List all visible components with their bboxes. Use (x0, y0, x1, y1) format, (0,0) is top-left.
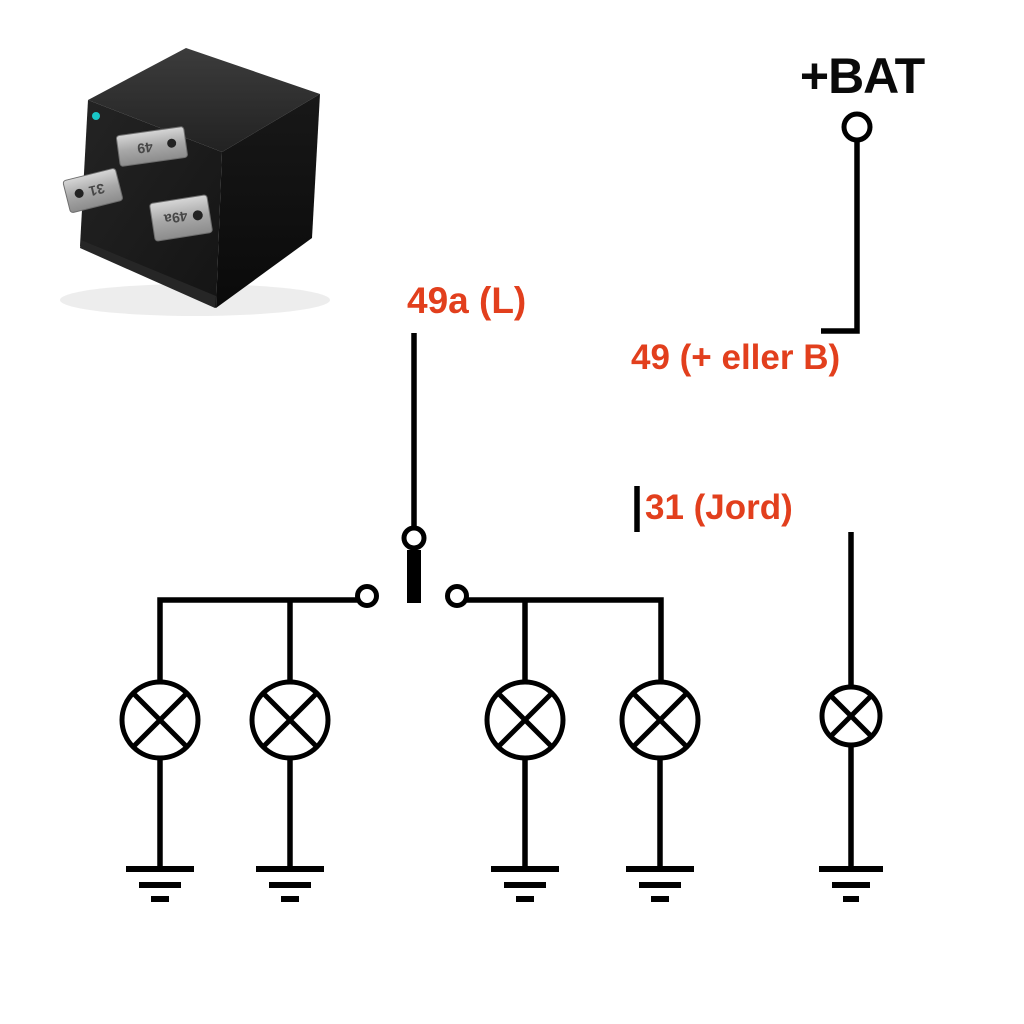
switch-contact-right-icon (445, 584, 469, 608)
relay-top-face (88, 48, 320, 152)
relay-base-lip (80, 240, 216, 308)
terminal-49-label: 49 (+ eller B) (631, 338, 840, 377)
indicator-lamp-icon (819, 684, 883, 748)
battery-label: +BAT (800, 48, 925, 104)
wire-right-bus (467, 597, 664, 682)
ground-icon (626, 866, 694, 902)
lamp-icon (249, 679, 331, 761)
ground-icon (819, 866, 883, 902)
wire-left-bus (157, 597, 357, 682)
relay-pin-31: 31 (62, 168, 123, 213)
relay-shadow (60, 284, 330, 316)
pin-49-label: 49 (136, 139, 154, 157)
lamp-icon (619, 679, 701, 761)
pin-31-label: 31 (87, 180, 106, 199)
pin-hole-icon (74, 188, 84, 198)
relay-side-face (216, 94, 320, 308)
relay-pin-49: 49 (115, 126, 188, 167)
switch-contact-top-icon (401, 525, 427, 551)
relay-photo: 49 31 49a (60, 48, 330, 316)
terminal-31-label: 31 (Jord) (645, 488, 793, 527)
battery-terminal-icon (841, 111, 873, 143)
lamp-icon (119, 679, 201, 761)
ground-icon (491, 866, 559, 902)
ground-icon (126, 866, 194, 902)
relay-switch-symbol (355, 525, 469, 608)
pin-hole-icon (192, 210, 203, 221)
switch-armature-icon (407, 550, 421, 603)
relay-dot (92, 112, 100, 120)
relay-pin-49a: 49a (149, 194, 213, 242)
ground-icon (256, 866, 324, 902)
pin-hole-icon (167, 138, 177, 148)
pin-49a-label: 49a (163, 208, 189, 227)
wire-battery-to-49 (821, 140, 860, 334)
switch-contact-left-icon (355, 584, 379, 608)
lamp-icon (484, 679, 566, 761)
terminal-49a-label: 49a (L) (407, 280, 526, 321)
